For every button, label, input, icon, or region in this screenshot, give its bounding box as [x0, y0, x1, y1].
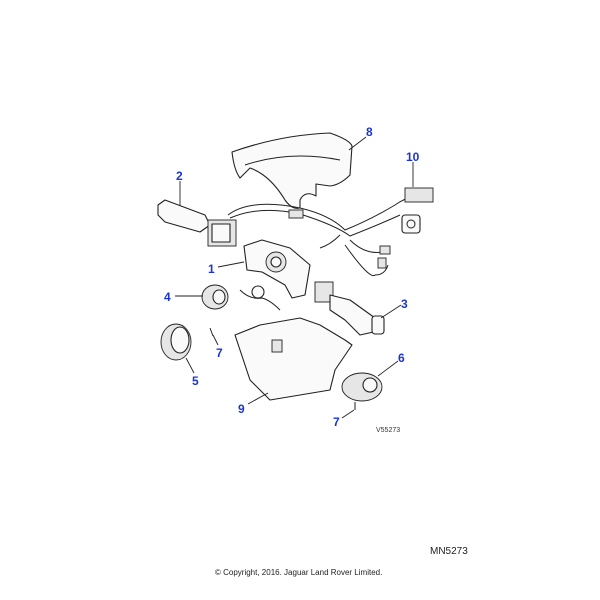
part-left-switch — [157, 199, 237, 247]
callout-2: 2 — [176, 169, 183, 183]
callout-3: 3 — [401, 297, 408, 311]
callout-10: 10 — [406, 150, 420, 164]
copyright-text: © Copyright, 2016. Jaguar Land Rover Lim… — [215, 568, 383, 577]
leader-lines — [175, 136, 414, 419]
reference-code: V55273 — [376, 427, 401, 434]
part-connector — [401, 187, 434, 234]
callout-7: 7 — [216, 346, 223, 360]
part-clockspring — [243, 239, 311, 299]
callout-7-second: 7 — [333, 415, 340, 429]
callout-8: 8 — [366, 125, 373, 139]
part-right-switch — [314, 281, 385, 336]
part-lock-cover — [341, 372, 383, 402]
callout-5: 5 — [192, 374, 199, 388]
callout-1: 1 — [208, 262, 215, 276]
part-screw — [209, 327, 356, 410]
callout-9: 9 — [238, 402, 245, 416]
callout-6: 6 — [398, 351, 405, 365]
part-lower-shroud — [234, 317, 353, 401]
part-harness — [227, 195, 416, 277]
drawing-number: MN5273 — [430, 546, 468, 557]
part-ignition-switch — [201, 284, 281, 311]
part-bezel — [160, 323, 192, 361]
callout-4: 4 — [164, 290, 171, 304]
part-upper-shroud — [231, 132, 353, 209]
